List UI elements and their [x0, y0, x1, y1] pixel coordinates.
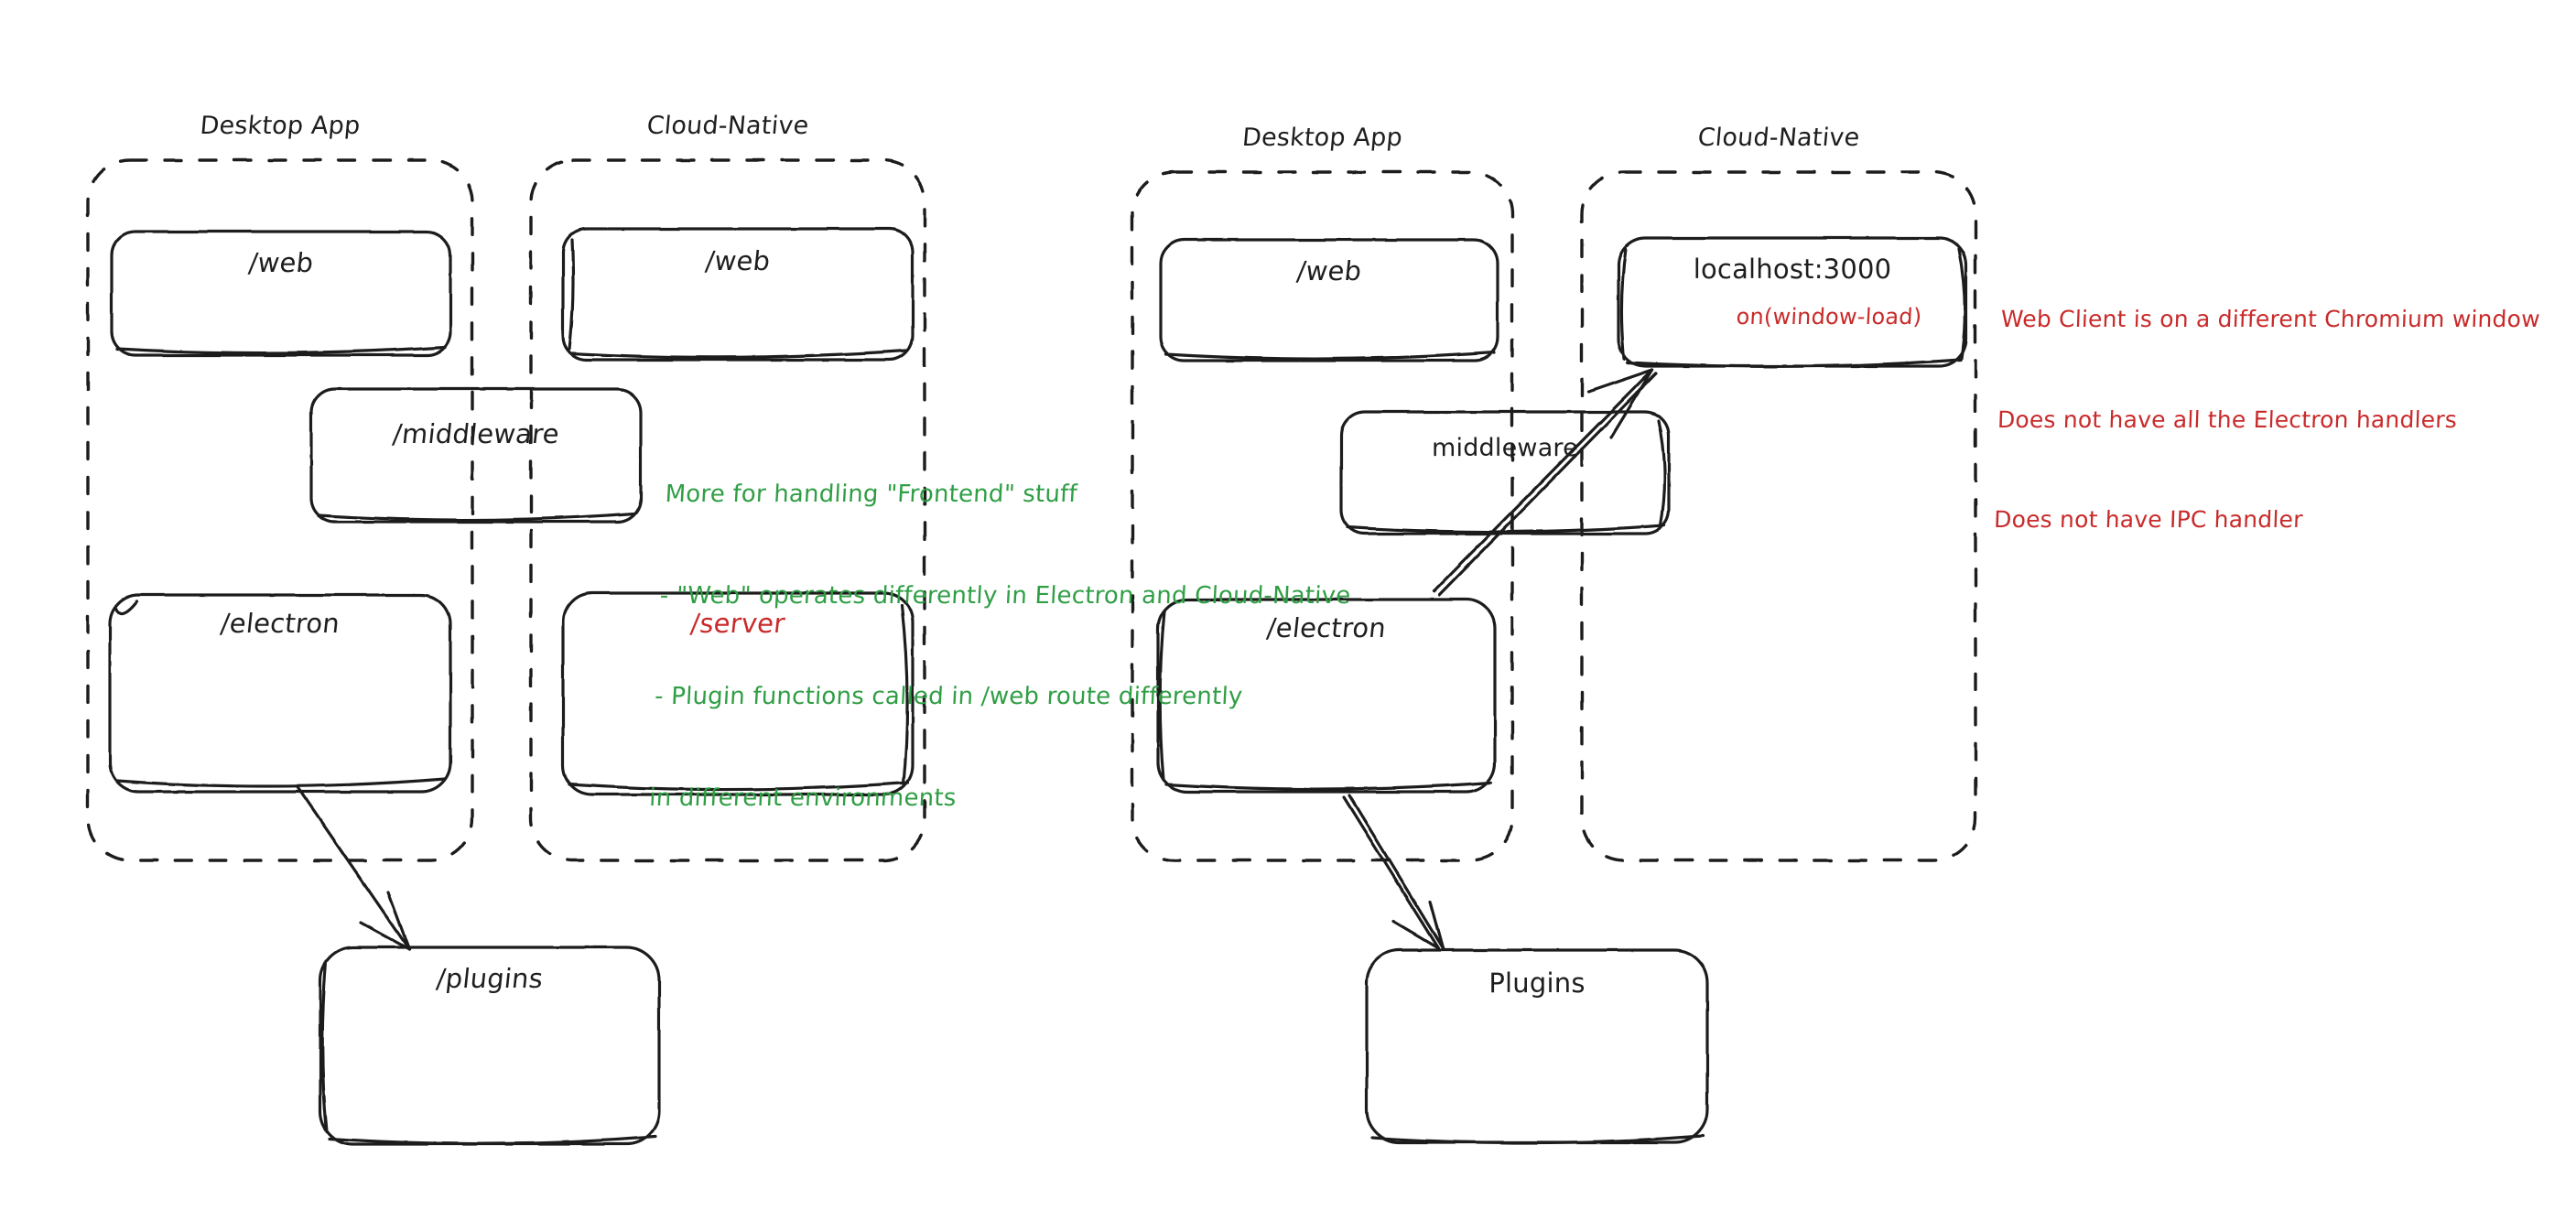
note-web-client-line-2: Does not have all the Electron handlers [1997, 405, 2458, 433]
node-right-middleware [1339, 410, 1671, 535]
note-web-client-line-3: Does not have IPC handler [1993, 506, 2304, 533]
node-left-plugins [319, 946, 661, 1146]
group-container-right-desktop [1131, 170, 1514, 862]
note-frontend-line-2: - "Web" operates differently in Electron… [659, 581, 1352, 610]
arrow-left-electron-to-plugins [296, 785, 411, 951]
node-right-desktop-web [1159, 238, 1499, 362]
note-frontend-line-3: - Plugin functions called in /web route … [654, 683, 1244, 711]
node-label-left-middleware: /middleware [391, 418, 561, 449]
node-sublabel-right-localhost-on-window-load: on(window-load) [1735, 304, 1923, 330]
group-container-left-cloud [529, 158, 926, 862]
node-right-plugins [1365, 948, 1709, 1145]
node-left-electron [108, 593, 452, 794]
node-left-desktop-web [110, 230, 452, 357]
node-label-left-plugins: /plugins [435, 963, 545, 994]
node-right-localhost [1617, 236, 1968, 368]
group-label-right-cloud: Cloud-Native [1696, 124, 1861, 152]
note-frontend-line-1: More for handling "Frontend" stuff [664, 480, 1078, 508]
note-web-client-line-1: Web Client is on a different Chromium wi… [2000, 306, 2541, 332]
node-label-right-electron: /electron [1265, 612, 1388, 643]
note-frontend-line-4: in different environments [648, 784, 958, 812]
group-label-right-desktop: Desktop App [1240, 124, 1404, 152]
note-web-client: Web Client is on a different Chromium wi… [1991, 236, 2543, 604]
node-label-left-cloud-web: /web [703, 245, 773, 276]
group-container-right-cloud [1580, 170, 1977, 862]
node-label-right-localhost: localhost:3000 [1693, 254, 1892, 285]
note-frontend: More for handling "Frontend" stuff - "We… [644, 410, 1360, 883]
node-label-left-desktop-web: /web [246, 247, 316, 278]
node-label-left-electron: /electron [219, 608, 341, 639]
group-label-left-cloud: Cloud-Native [645, 112, 810, 140]
node-right-electron [1156, 598, 1497, 794]
group-label-left-desktop: Desktop App [199, 112, 362, 140]
arrow-right-electron-to-plugins [1342, 794, 1445, 950]
node-left-server [561, 591, 915, 796]
group-container-left-desktop [86, 158, 474, 862]
node-left-cloud-web [561, 227, 915, 362]
node-label-right-desktop-web: /web [1294, 255, 1364, 286]
node-label-right-middleware: middleware [1432, 434, 1578, 462]
node-left-middleware [309, 387, 643, 524]
arrow-right-electron-to-localhost [1432, 368, 1658, 597]
node-label-right-plugins: Plugins [1488, 967, 1586, 999]
